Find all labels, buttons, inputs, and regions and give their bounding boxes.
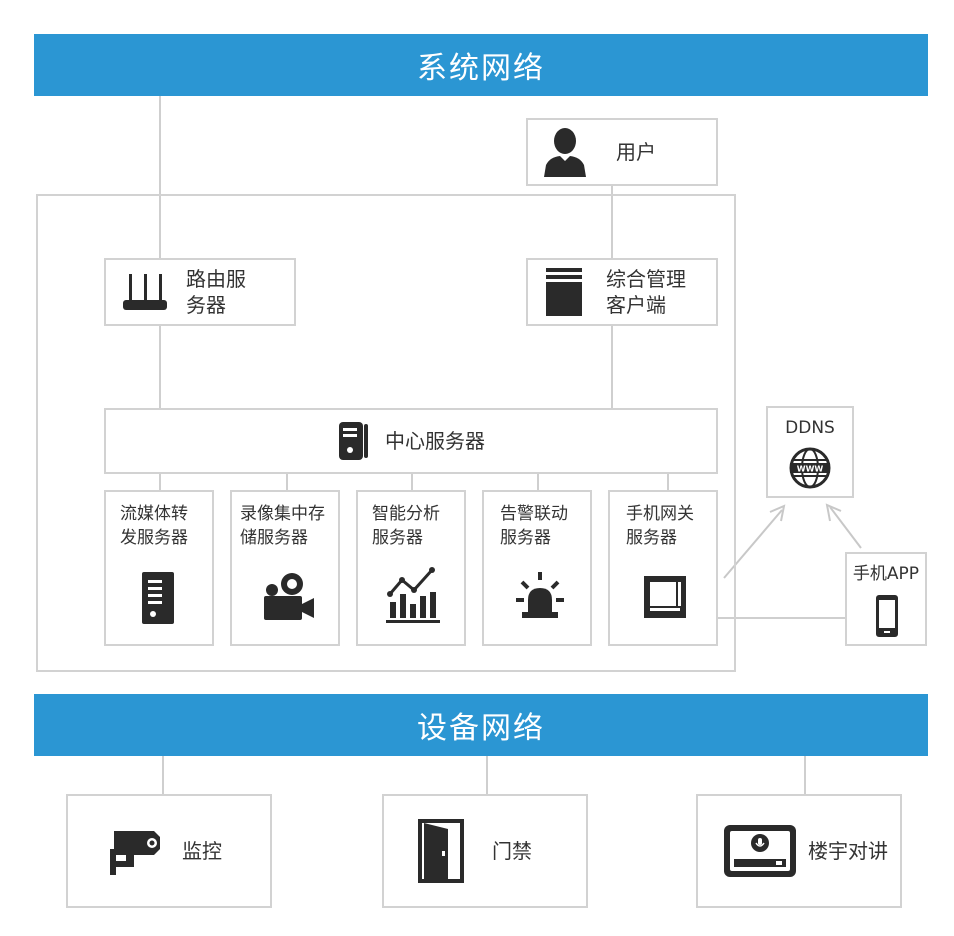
analytics-chart-icon [386,566,440,624]
sub-server-label-line2: 服务器 [500,528,551,548]
door-icon [418,819,464,883]
device-access-control[interactable]: 门禁 [382,794,588,908]
alarm-light-icon [514,570,566,622]
sub-server-label-line2: 服务器 [626,528,677,548]
sub-server-label-line2: 服务器 [372,528,423,548]
device-intercom[interactable]: 楼宇对讲 [696,794,902,908]
mobile-app-node[interactable]: 手机APP [845,552,927,646]
cctv-camera-icon [108,825,164,877]
device-network-title: 设备网络 [417,711,545,746]
mobile-gateway-server-node[interactable]: 手机网关 服务器 [608,490,718,646]
router-label-line2: 务器 [186,293,226,317]
user-icon [542,127,588,177]
router-icon [120,270,170,314]
client-label-line2: 客户端 [606,293,666,317]
smartphone-icon [875,594,899,638]
video-camera-icon [258,572,318,624]
sub-server-label-line1: 告警联动 [500,504,568,524]
client-box-icon [544,266,584,318]
user-node[interactable]: 用户 [526,118,718,186]
www-globe-icon: WWW [788,446,832,490]
app-to-ddns-arrow [829,506,862,549]
center-server-node[interactable]: 中心服务器 [104,408,718,474]
mobile-app-label: 手机APP [852,564,920,584]
svg-text:WWW: WWW [797,465,824,474]
system-network-title: 系统网络 [417,51,545,86]
alarm-server-node[interactable]: 告警联动 服务器 [482,490,592,646]
center-server-label: 中心服务器 [385,429,485,453]
ddns-node[interactable]: DDNS WWW [766,406,854,498]
streaming-server-node[interactable]: 流媒体转 发服务器 [104,490,214,646]
video-storage-server-node[interactable]: 录像集中存 储服务器 [230,490,340,646]
device-label: 监控 [182,839,222,863]
analytics-server-node[interactable]: 智能分析 服务器 [356,490,466,646]
gateway-icon [642,574,688,620]
device-label: 门禁 [492,839,532,863]
ddns-label: DDNS [785,418,835,438]
sub-server-label-line1: 录像集中存 [240,504,325,524]
device-label: 楼宇对讲 [808,839,888,863]
intercom-icon [722,823,798,879]
sub-server-label-line1: 手机网关 [626,504,694,524]
user-label: 用户 [616,140,656,164]
device-surveillance[interactable]: 监控 [66,794,272,908]
management-client-node[interactable]: 综合管理 客户端 [526,258,718,326]
sub-server-label-line1: 智能分析 [372,504,440,524]
sub-server-label-line2: 发服务器 [120,528,188,548]
server-tower-icon [337,420,369,462]
device-network-banner: 设备网络 [34,694,928,756]
router-node[interactable]: 路由服 务器 [104,258,296,326]
sub-server-label-line1: 流媒体转 [120,504,188,524]
server-cabinet-icon [140,570,176,626]
system-network-banner: 系统网络 [34,34,928,96]
sub-server-label-line2: 储服务器 [240,528,308,548]
router-label-line1: 路由服 [186,267,246,291]
system-enclosure [36,194,736,672]
client-label-line1: 综合管理 [606,267,686,291]
